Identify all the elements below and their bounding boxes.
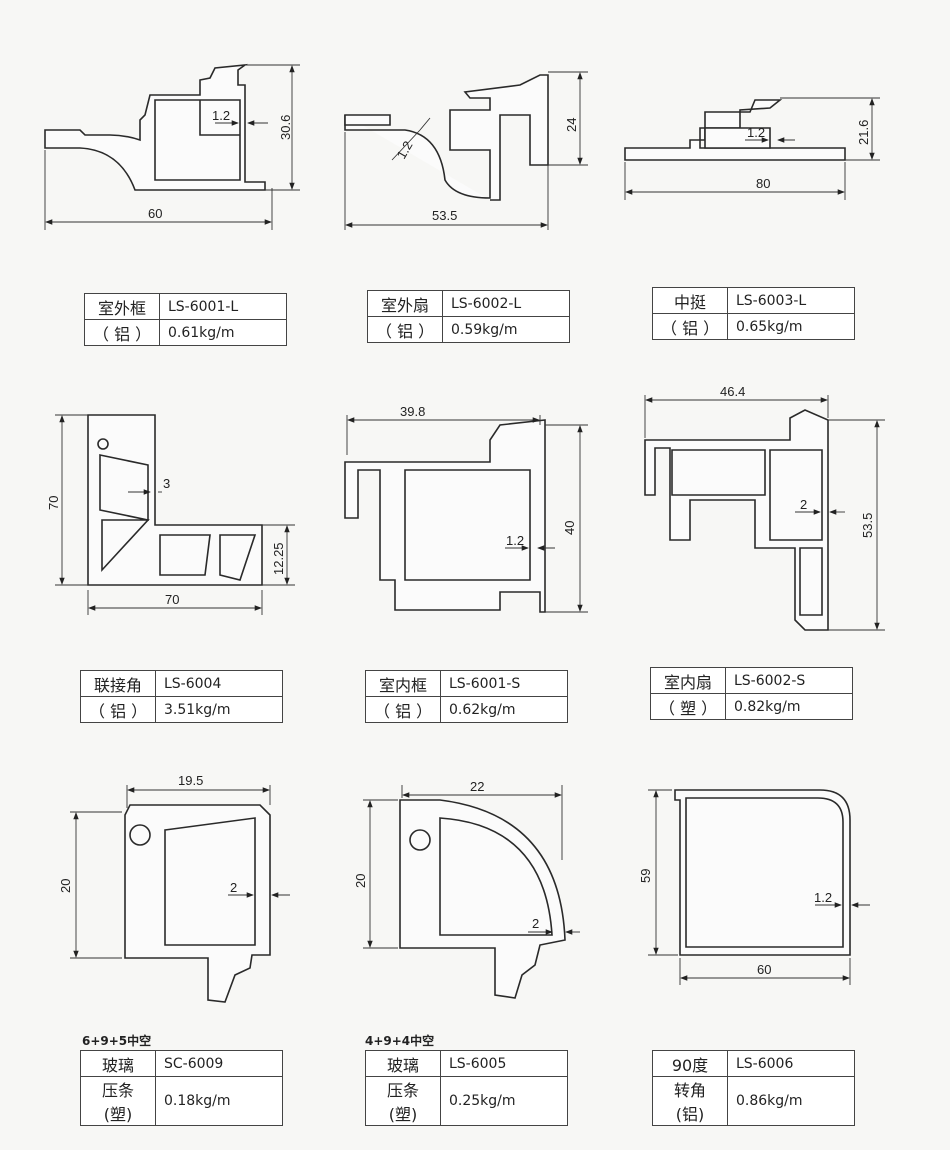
profile-code: LS-6001-L — [159, 293, 287, 320]
profile-ls-6001-l-drawing: 1.2 30.6 60 — [44, 63, 300, 230]
profile-material: （ 铝 ） — [652, 313, 728, 340]
profile-weight: 0.61kg/m — [159, 319, 287, 346]
profile-weight: 0.82kg/m — [725, 693, 853, 720]
profile-weight: 0.65kg/m — [727, 313, 855, 340]
profile-name: 室内扇 — [650, 667, 726, 694]
profile-material: 转角(铝) — [652, 1076, 728, 1126]
profile-code: LS-6001-S — [440, 670, 568, 697]
dim-width: 60 — [757, 962, 771, 977]
profile-weight: 0.25kg/m — [440, 1076, 568, 1126]
profile-name: 室外扇 — [367, 290, 443, 317]
profile-material: （ 铝 ） — [367, 316, 443, 343]
profile-sc-6009-drawing: 19.5 20 2 — [58, 773, 290, 1003]
dim-width: 22 — [470, 779, 484, 794]
profile-material: （ 铝 ） — [80, 696, 156, 723]
profile-ls-6006-drawing: 59 1.2 60 — [638, 789, 870, 985]
profile-material: （ 塑 ） — [650, 693, 726, 720]
profile-code: LS-6005 — [440, 1050, 568, 1077]
glazing-caption: 4+9+4中空 — [365, 1034, 435, 1048]
glazing-caption: 6+9+5中空 — [82, 1034, 152, 1048]
dim-height: 20 — [58, 879, 73, 893]
dim-thickness: 2 — [800, 497, 807, 512]
dim-thickness: 2 — [532, 916, 539, 931]
profile-weight: 0.86kg/m — [727, 1076, 855, 1126]
dim-width: 46.4 — [720, 384, 745, 399]
dim-thickness: 2 — [230, 880, 237, 895]
dim-width: 80 — [756, 176, 770, 191]
profile-code: LS-6002-S — [725, 667, 853, 694]
profile-ls-6005-drawing: 22 20 2 — [353, 779, 580, 999]
profile-name: 联接角 — [80, 670, 156, 697]
profile-weight: 3.51kg/m — [155, 696, 283, 723]
profile-code: LS-6003-L — [727, 287, 855, 314]
dim-thickness: 1.2 — [814, 890, 832, 905]
profile-material: 压条(塑) — [365, 1076, 441, 1126]
profile-material: 压条(塑) — [80, 1076, 156, 1126]
dim-thickness: 1.2 — [212, 108, 230, 123]
profile-weight: 0.59kg/m — [442, 316, 570, 343]
profile-ls-6001-s-drawing: 39.8 40 1.2 — [344, 404, 588, 613]
dim-width: 19.5 — [178, 773, 203, 788]
profile-code: LS-6002-L — [442, 290, 570, 317]
profile-code: SC-6009 — [155, 1050, 283, 1077]
dim-width: 70 — [165, 592, 179, 607]
dim-thickness: 1.2 — [506, 533, 524, 548]
dim-height: 30.6 — [278, 115, 293, 140]
dim-height: 53.5 — [860, 513, 875, 538]
profile-ls-6003-l-drawing: 1.2 21.6 80 — [624, 97, 880, 200]
profile-weight: 0.62kg/m — [440, 696, 568, 723]
profile-name: 中挺 — [652, 287, 728, 314]
profile-material: （ 铝 ） — [84, 319, 160, 346]
profile-ls-6002-s-drawing: 46.4 2 53.5 — [644, 384, 885, 631]
dim-width: 60 — [148, 206, 162, 221]
dim-width: 39.8 — [400, 404, 425, 419]
dim-height: 20 — [353, 874, 368, 888]
profile-ls-6002-l-drawing: 1.2 24 53.5 — [344, 71, 588, 230]
dim-width: 53.5 — [432, 208, 457, 223]
dim-height: 70 — [46, 496, 61, 510]
dim-wall: 3 — [163, 476, 170, 491]
profile-weight: 0.18kg/m — [155, 1076, 283, 1126]
profile-code: LS-6004 — [155, 670, 283, 697]
profile-name: 玻璃 — [365, 1050, 441, 1077]
profile-ls-6004-drawing: 3 70 12.25 70 — [46, 414, 295, 615]
dim-thickness: 1.2 — [747, 125, 765, 140]
dim-height: 40 — [562, 521, 577, 535]
profile-code: LS-6006 — [727, 1050, 855, 1077]
dim-height: 24 — [564, 118, 579, 132]
dim-height: 21.6 — [856, 120, 871, 145]
dim-height: 59 — [638, 869, 653, 883]
profile-name: 玻璃 — [80, 1050, 156, 1077]
dim-leg: 12.25 — [271, 542, 286, 575]
profile-name: 90度 — [652, 1050, 728, 1077]
profile-name: 室内框 — [365, 670, 441, 697]
profile-name: 室外框 — [84, 293, 160, 320]
profile-material: （ 铝 ） — [365, 696, 441, 723]
